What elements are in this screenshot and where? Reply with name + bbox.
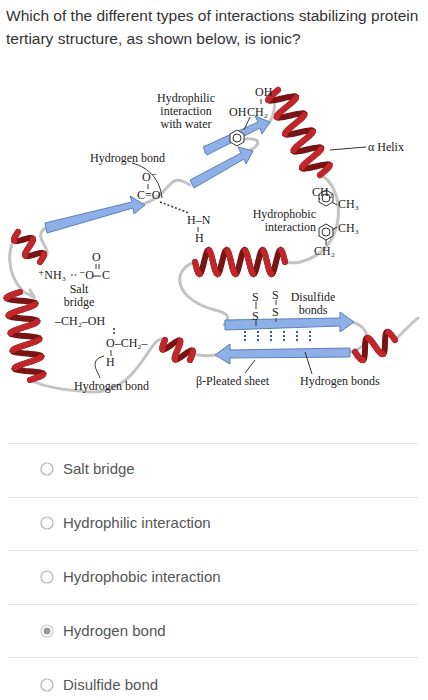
helix-front: [195, 262, 200, 274]
diagram-label: Hydrophilic interaction with water: [150, 92, 222, 131]
helix-front: [285, 115, 304, 134]
protein-illustration: [0, 0, 428, 440]
diagram-label: β-Pleated sheet: [196, 375, 269, 388]
diagram-label: O–CH₂–: [106, 337, 148, 350]
diagram-label: α Helix: [368, 141, 404, 154]
answer-option: Hydrogen bond: [63, 622, 166, 640]
diagram-label: S: [272, 289, 279, 302]
helix-front: [355, 352, 363, 360]
answer-option: Hydrophobic interaction: [63, 568, 221, 586]
answer-option: Salt bridge: [63, 460, 135, 478]
helix-front: [320, 166, 330, 175]
helix-back: [14, 232, 44, 262]
helix-front: [302, 149, 321, 167]
diagram-label: CH₂: [247, 106, 268, 119]
answer-option: Disulfide bond: [63, 676, 158, 694]
diagram-label: OH: [229, 106, 246, 119]
helix-front: [40, 254, 44, 262]
helix-back: [7, 292, 44, 380]
helix-front: [245, 250, 253, 273]
helix-front: [11, 322, 37, 333]
helix-front: [263, 250, 271, 273]
diagram-label: Disulfide bonds: [283, 291, 343, 317]
diagram-label: H–N: [187, 214, 210, 227]
diagram-label: CH₃: [338, 222, 359, 235]
diagram-label: Hydrogen bonds: [300, 375, 380, 388]
diagram-label: H: [106, 356, 115, 369]
diagram-label: S: [252, 310, 259, 323]
diagram-label: OH: [255, 86, 272, 99]
helix-front: [15, 357, 41, 367]
helix-front: [25, 239, 33, 255]
helix-front: [30, 375, 43, 380]
diagram-label: S: [272, 306, 279, 319]
helix-front: [9, 304, 35, 315]
diagram-label: CH₂: [312, 186, 333, 199]
helix-back: [195, 250, 285, 274]
helix-front: [162, 340, 165, 350]
helix-front: [388, 332, 395, 340]
diagram-label: S: [252, 291, 259, 304]
helix-front: [13, 340, 39, 350]
helix-front: [294, 132, 313, 150]
diagram-label: Hydrogen bond: [74, 380, 149, 393]
helix-front: [227, 250, 235, 274]
diagram-label: CH₂: [314, 245, 335, 258]
diagram-label: Hydrophobic interaction: [242, 208, 316, 234]
helix-front: [281, 250, 285, 262]
diagram-label: Salt bridge: [58, 283, 100, 309]
diagram-label: CH₃: [338, 198, 359, 211]
diagram-label: Hydrogen bond: [90, 152, 165, 165]
helix-back: [268, 90, 329, 175]
diagram-label: C=O: [137, 189, 160, 202]
answer-option: Hydrophilic interaction: [63, 514, 211, 532]
diagram-label: O: [92, 251, 101, 264]
helix-back: [162, 340, 193, 360]
diagram-label: H: [195, 232, 204, 245]
helix-front: [277, 98, 296, 117]
helix-back: [355, 332, 395, 360]
diagram-label: O⁻: [142, 171, 157, 184]
diagram-label: –CH₂–OH: [55, 315, 105, 328]
helix-front: [7, 292, 20, 298]
diagram-label: C: [102, 269, 110, 282]
diagram-label: ⁻O: [79, 269, 94, 282]
question-title: Which of the different types of interact…: [6, 4, 422, 50]
helix-front: [175, 341, 181, 359]
diagram-label: ⁺NH₃: [38, 269, 66, 282]
helix-front: [190, 351, 193, 360]
helix-front: [368, 338, 383, 354]
helix-front: [209, 250, 217, 274]
helix-front: [14, 232, 18, 241]
